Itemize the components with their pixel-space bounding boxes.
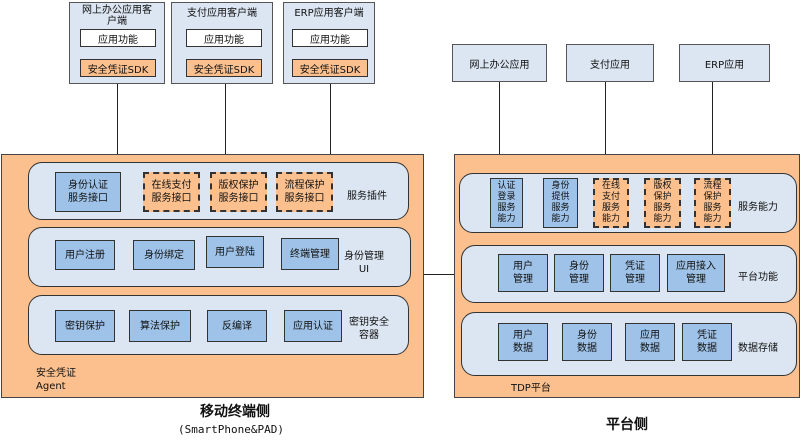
- key-container-band: 密钥保护 算法保护 反编译 应用认证 密钥安全 容器: [28, 295, 409, 355]
- client-title: 支付应用客户端: [187, 8, 257, 19]
- credential-data: 凭证 数据: [682, 323, 732, 361]
- mobile-side-caption: 移动终端侧: [200, 404, 270, 420]
- workflow-protection-interface: 流程保护 服务接口: [276, 172, 333, 212]
- storage-band: 用户 数据 身份 数据 应用 数据 凭证 数据 数据存储: [461, 312, 797, 376]
- function-band: 用户 管理 身份 管理 凭证 管理 应用接入 管理 平台功能: [461, 245, 797, 303]
- client-app-function: 应用功能: [80, 29, 156, 47]
- plugin-label: 服务插件: [347, 191, 387, 202]
- tdp-platform-label: TDP平台: [511, 383, 551, 394]
- identity-band: 用户注册 身份绑定 用户登陆 终端管理 身份管理 UI: [28, 227, 411, 287]
- workflow-protection-service: 流程 保护 服务 能力: [694, 178, 731, 228]
- platform-app-payment: 支付应用: [566, 44, 654, 82]
- service-band: 认证 登录 服务 能力 身份 提供 服务 能力 在线 支付 服务 能力 版权 保…: [459, 173, 797, 233]
- identity-binding-button: 身份绑定: [133, 240, 195, 270]
- platform-container: 认证 登录 服务 能力 身份 提供 服务 能力 在线 支付 服务 能力 版权 保…: [454, 154, 800, 398]
- client-box-office: 网上办公应用客户端 应用功能 安全凭证SDK: [69, 2, 165, 84]
- mobile-container: 身份认证 服务接口 在线支付 服务接口 版权保护 服务接口 流程保护 服务接口 …: [1, 154, 424, 398]
- algorithm-protection-button: 算法保护: [129, 310, 191, 342]
- platform-function-label: 平台功能: [738, 272, 778, 283]
- user-login-button: 用户登陆: [206, 236, 264, 268]
- app-auth-button: 应用认证: [284, 310, 342, 342]
- client-title: 网上办公应用客户端: [82, 5, 152, 27]
- agent-label: 安全凭证 Agent: [36, 368, 76, 392]
- client-title: ERP应用客户端: [294, 8, 364, 19]
- copyright-protection-interface: 版权保护 服务接口: [210, 172, 267, 212]
- decompile-button: 反编译: [207, 310, 267, 342]
- application-data: 应用 数据: [625, 323, 675, 361]
- connector-client3: [330, 84, 331, 154]
- service-capability-label: 服务能力: [738, 202, 778, 213]
- client-app-function: 应用功能: [186, 29, 262, 47]
- platform-side-caption: 平台侧: [606, 417, 648, 433]
- user-management: 用户 管理: [498, 254, 548, 292]
- data-storage-label: 数据存储: [738, 343, 778, 354]
- client-sdk: 安全凭证SDK: [292, 59, 368, 77]
- key-protection-button: 密钥保护: [55, 310, 115, 342]
- plugin-band: 身份认证 服务接口 在线支付 服务接口 版权保护 服务接口 流程保护 服务接口 …: [28, 162, 409, 220]
- client-sdk: 安全凭证SDK: [80, 59, 156, 77]
- connector-platform-app2: [605, 82, 606, 154]
- platform-app-office: 网上办公应用: [452, 44, 547, 82]
- app-access-management: 应用接入 管理: [667, 254, 725, 292]
- platform-app-erp: ERP应用: [679, 44, 770, 82]
- client-box-payment: 支付应用客户端 应用功能 安全凭证SDK: [171, 2, 273, 84]
- client-sdk: 安全凭证SDK: [186, 59, 262, 77]
- user-data: 用户 数据: [498, 323, 548, 361]
- identity-auth-interface: 身份认证 服务接口: [55, 172, 121, 212]
- mobile-side-subcaption: (SmartPhone&PAD): [178, 423, 284, 436]
- key-container-label: 密钥安全 容器: [349, 317, 389, 341]
- auth-login-service: 认证 登录 服务 能力: [490, 178, 523, 228]
- connector-client1: [117, 84, 118, 154]
- connector-mobile-platform: [424, 274, 454, 275]
- terminal-management-button: 终端管理: [281, 238, 339, 270]
- copyright-protection-service: 版权 保护 服务 能力: [644, 178, 681, 228]
- credential-management: 凭证 管理: [610, 254, 660, 292]
- identity-ui-label: 身份管理 UI: [344, 251, 384, 275]
- identity-provider-service: 身份 提供 服务 能力: [543, 178, 578, 228]
- client-box-erp: ERP应用客户端 应用功能 安全凭证SDK: [283, 2, 375, 84]
- connector-platform-app1: [499, 82, 500, 154]
- connector-platform-app3: [712, 82, 713, 154]
- identity-data: 身份 数据: [562, 323, 612, 361]
- client-app-function: 应用功能: [292, 29, 368, 47]
- online-payment-service: 在线 支付 服务 能力: [593, 178, 629, 228]
- connector-client2: [225, 84, 226, 154]
- identity-management: 身份 管理: [554, 254, 604, 292]
- user-register-button: 用户注册: [55, 240, 115, 270]
- online-payment-interface: 在线支付 服务接口: [143, 172, 200, 212]
